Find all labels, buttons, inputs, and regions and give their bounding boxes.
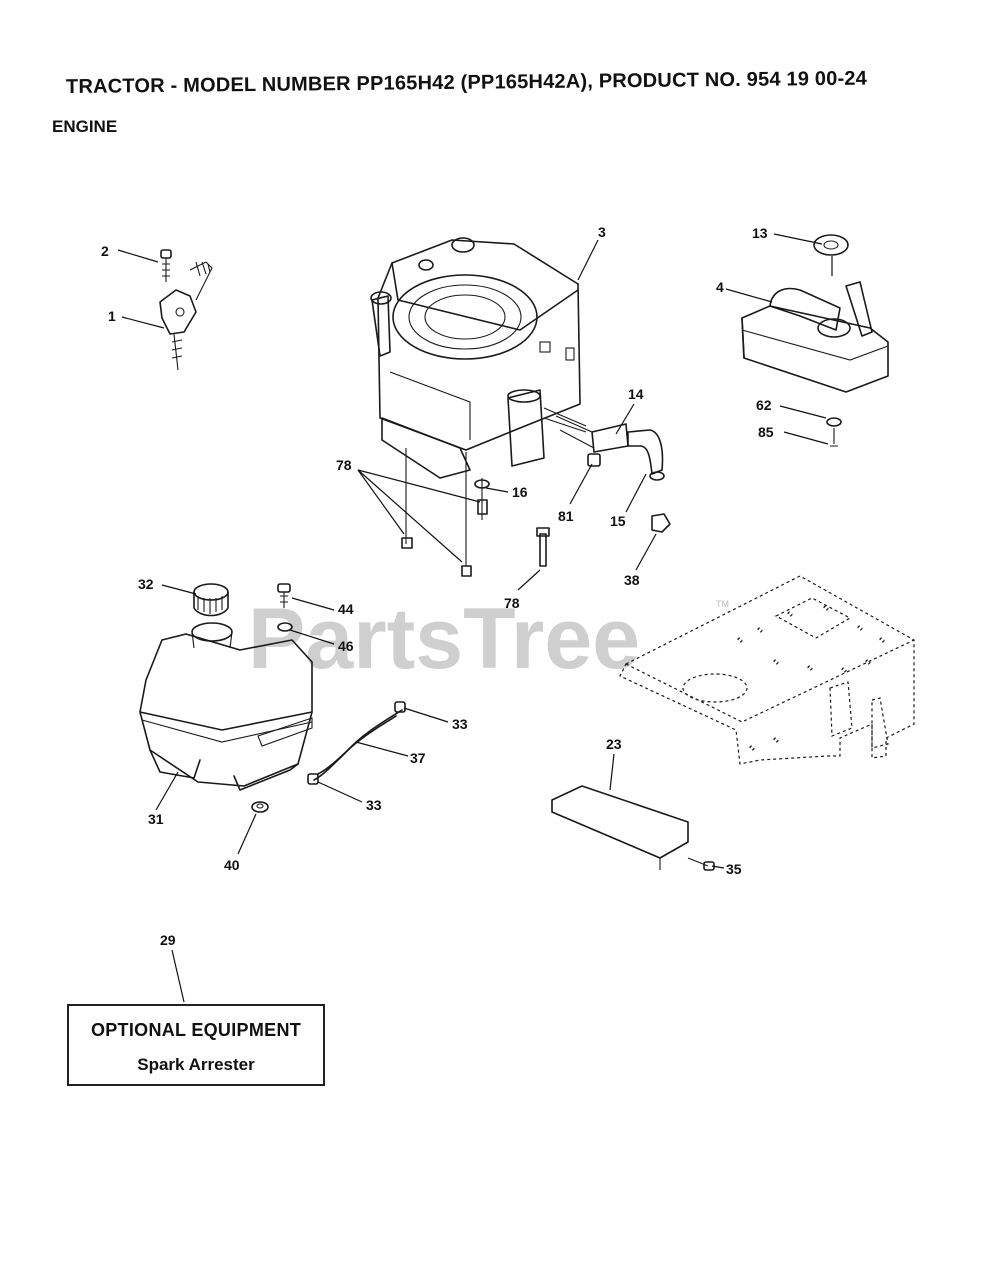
callout-78-lower: 78 (504, 595, 520, 611)
callout-62: 62 (756, 397, 772, 413)
throttle-control-part[interactable] (159, 261, 213, 371)
callout-15: 15 (610, 513, 626, 529)
clamp-81-part[interactable] (587, 453, 601, 467)
spark-arrester-label: Spark Arrester (137, 1055, 255, 1074)
callout-78-upper: 78 (336, 457, 352, 473)
callout-46: 46 (338, 638, 354, 654)
callout-3: 3 (598, 224, 606, 240)
callout-81: 81 (558, 508, 574, 524)
engine-part[interactable] (370, 237, 587, 479)
callout-4: 4 (716, 279, 724, 295)
nut-38-part[interactable] (651, 513, 671, 533)
heat-shield-part[interactable] (551, 785, 689, 870)
leader-lines (117, 233, 833, 1003)
fuel-tank-part[interactable] (139, 622, 313, 791)
washer-62-part[interactable] (826, 417, 842, 427)
callout-23: 23 (606, 736, 622, 752)
callout-16: 16 (512, 484, 528, 500)
screw-44-part[interactable] (277, 583, 291, 608)
callout-35: 35 (726, 861, 742, 877)
callout-33-upper: 33 (452, 716, 468, 732)
callout-37: 37 (410, 750, 426, 766)
callout-labels: 1 2 3 4 13 14 15 16 23 29 31 32 33 33 35… (101, 224, 774, 948)
watermark-text: PartsTree (248, 591, 640, 687)
callout-14: 14 (628, 386, 644, 402)
callout-2: 2 (101, 243, 109, 259)
muffler-gasket-part[interactable] (813, 234, 849, 256)
section-title: ENGINE (52, 117, 118, 136)
callout-85: 85 (758, 424, 774, 440)
screw-part[interactable] (160, 249, 172, 282)
watermark-trademark: TM (716, 599, 729, 609)
callout-38: 38 (624, 572, 640, 588)
chassis-frame (619, 575, 915, 765)
screw-35-part[interactable] (687, 857, 715, 871)
elbow-15-part[interactable] (627, 429, 665, 481)
callout-31: 31 (148, 811, 164, 827)
fuel-cap-part[interactable] (193, 583, 229, 617)
bushing-40-part[interactable] (251, 801, 269, 813)
washer-46-part[interactable] (277, 622, 293, 632)
muffler-part[interactable] (741, 281, 889, 393)
optional-equipment-title: OPTIONAL EQUIPMENT (90, 1020, 302, 1040)
hose-14-part[interactable] (555, 415, 629, 453)
clamp-33-part[interactable] (307, 701, 406, 785)
callout-1: 1 (108, 308, 116, 324)
washer-16-part[interactable] (474, 479, 490, 489)
screw-85-part[interactable] (830, 428, 838, 447)
callout-33-lower: 33 (366, 797, 382, 813)
callout-44: 44 (338, 601, 354, 617)
bolt-78-part[interactable] (401, 448, 550, 577)
callout-40: 40 (224, 857, 240, 873)
callout-32: 32 (138, 576, 154, 592)
fuel-line-part[interactable] (313, 709, 403, 781)
callout-13: 13 (752, 225, 768, 241)
optional-equipment-box: OPTIONAL EQUIPMENT Spark Arrester (67, 1004, 325, 1086)
callout-29: 29 (160, 932, 176, 948)
